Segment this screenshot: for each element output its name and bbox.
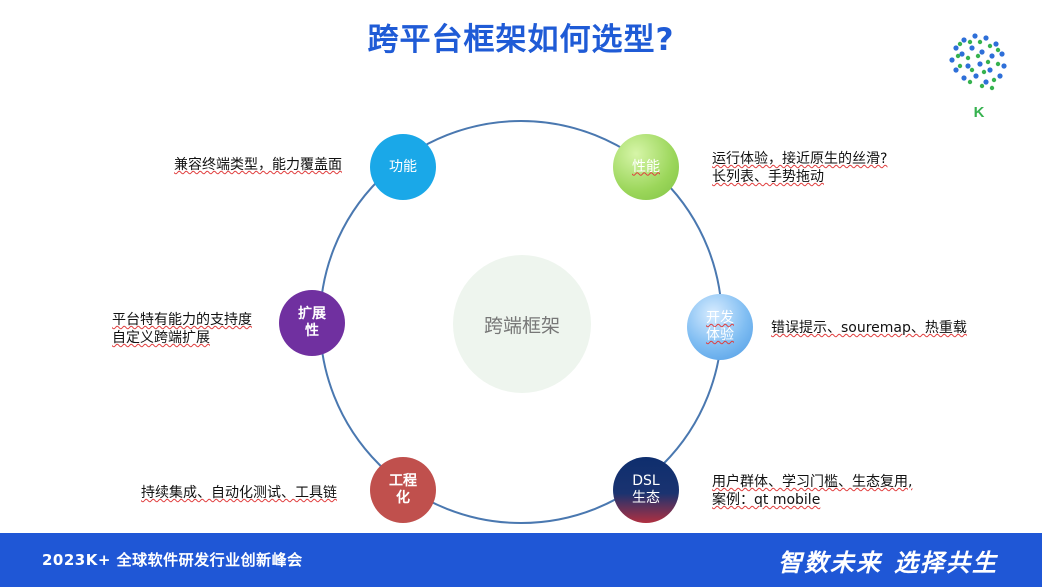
node-engineering-line2: 化 (396, 490, 410, 506)
center-text: 跨端框架 (483, 314, 560, 337)
desc-extensibility-line1: 平台特有能力的支持度 (112, 312, 252, 328)
desc-function: 兼容终端类型，能力覆盖面 (174, 156, 342, 174)
node-function-label: 功能 (389, 158, 417, 175)
node-dev-experience: 开发 体验 (687, 294, 753, 360)
desc-engineering: 持续集成、自动化测试、工具链 (141, 484, 337, 502)
desc-extensibility-line2: 自定义跨端扩展 (112, 330, 210, 346)
desc-dsl-ecosystem-line2: 案例：qt mobile (712, 492, 821, 508)
footer-slogan-right: 选择共生 (894, 548, 998, 577)
node-dsl-ecosystem-line1: DSL (632, 473, 660, 489)
node-dsl-ecosystem-line2: 生态 (632, 490, 660, 506)
node-engineering: 工程 化 (370, 457, 436, 523)
desc-dev-experience-line1: 错误提示、souremap、热重载 (771, 320, 967, 336)
node-dsl-ecosystem: DSL 生态 (613, 457, 679, 523)
desc-performance-line2: 长列表、手势拖动 (712, 169, 824, 185)
node-extensibility: 扩展 性 (279, 290, 345, 356)
desc-performance-line1: 运行体验，接近原生的丝滑? (712, 151, 888, 167)
desc-dev-experience: 错误提示、souremap、热重载 (771, 319, 967, 337)
footer-slogan-left: 智数未来 (778, 548, 882, 577)
node-performance-label: 性能 (632, 158, 660, 175)
desc-engineering-line1: 持续集成、自动化测试、工具链 (141, 485, 337, 501)
slide-title: 跨平台框架如何选型? (367, 22, 675, 58)
center-label: 跨端框架 (453, 255, 591, 393)
desc-performance: 运行体验，接近原生的丝滑? 长列表、手势拖动 (712, 150, 887, 186)
node-extensibility-line1: 扩展 (298, 306, 326, 322)
desc-extensibility: 平台特有能力的支持度 自定义跨端扩展 (112, 311, 252, 347)
node-engineering-line1: 工程 (389, 473, 417, 489)
node-performance: 性能 (613, 134, 679, 200)
node-dev-experience-line1: 开发 (706, 310, 734, 326)
node-extensibility-line2: 性 (305, 323, 319, 339)
footer-event-name: 2023K+ 全球软件研发行业创新峰会 (42, 551, 303, 569)
desc-function-line1: 兼容终端类型，能力覆盖面 (174, 157, 342, 173)
node-function: 功能 (370, 134, 436, 200)
footer-slogan: 智数未来选择共生 (778, 543, 998, 578)
desc-dsl-ecosystem: 用户群体、学习门槛、生态复用, 案例：qt mobile (712, 473, 912, 509)
logo-letter: K (973, 104, 985, 121)
dotted-brain-logo-icon: K (942, 26, 1016, 121)
node-dev-experience-line2: 体验 (706, 327, 734, 343)
footer-bar: 2023K+ 全球软件研发行业创新峰会 智数未来选择共生 (0, 533, 1042, 587)
desc-dsl-ecosystem-line1: 用户群体、学习门槛、生态复用, (712, 474, 913, 490)
